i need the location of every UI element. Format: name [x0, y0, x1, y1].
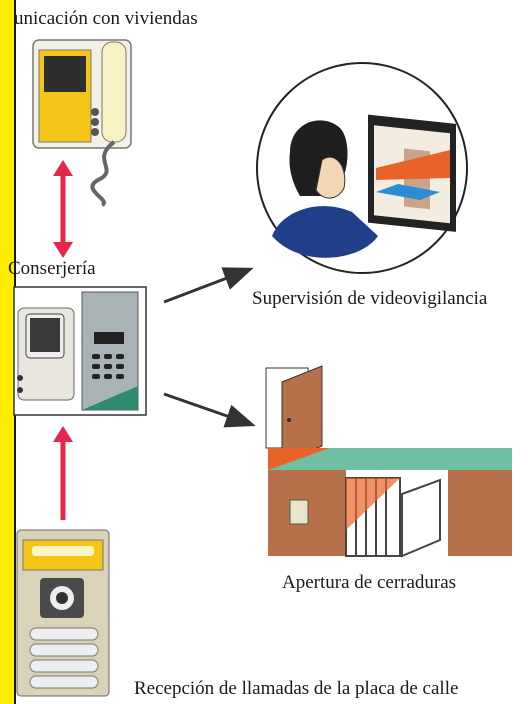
label-viviendas: unicación con viviendas [14, 8, 198, 29]
door-icon [265, 365, 323, 463]
gate-icon [268, 448, 512, 558]
label-apertura: Apertura de cerraduras [282, 572, 457, 593]
red-arrowhead-up [53, 160, 73, 176]
red-arrowhead-down [53, 242, 73, 258]
street-panel-icon [16, 529, 110, 697]
arrow-to-supervision [163, 267, 254, 304]
red-arrowhead-concierge [53, 426, 73, 442]
operator-monitor-icon [256, 62, 468, 274]
intercom-handset-icon [32, 39, 132, 207]
label-conserjeria: Conserjería [8, 258, 96, 279]
label-recepcion: Recepción de llamadas de la placa de cal… [134, 678, 459, 699]
label-supervision: Supervisión de videovigilancia [252, 288, 488, 309]
arrow-to-locks [163, 392, 256, 428]
concierge-console-icon [13, 286, 147, 416]
